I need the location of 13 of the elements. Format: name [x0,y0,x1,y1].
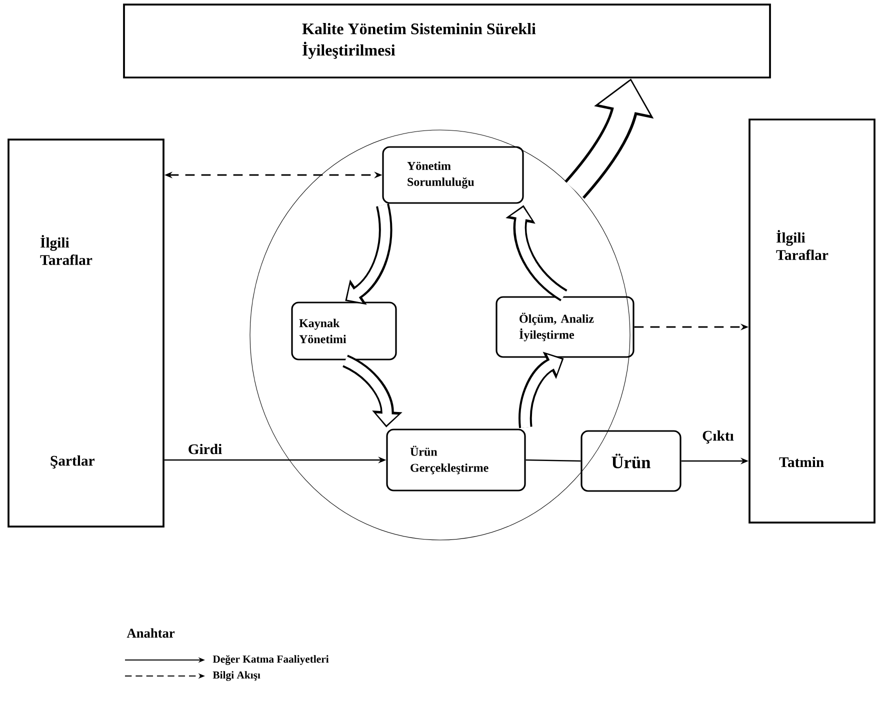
process-box: Ürün Gerçekleştirme [386,428,526,492]
process-box: Kaynak Yönetimi [291,302,397,360]
legend-heading: Anahtar [126,628,175,638]
process-box: Ölçüm, Analiz İyileştirme [496,296,634,358]
stakeholder-box: İlgili Taraflar Tatmin [748,118,876,524]
process-box: Yönetim Sorumluluğu [382,146,524,204]
edge-label: Girdi [186,442,224,456]
stakeholder-box: İlgili Taraflar Şartlar [8,138,164,528]
title-box: Kalite Yönetim Sisteminin Sürekli İyileştirilmesi [123,4,771,78]
legend-text: Bilgi Akışı [212,671,260,681]
edge-label: Çıktı [700,429,736,445]
legend-text: Değer Katma Faaliyetleri [212,655,329,665]
process-box: Ürün [580,430,682,492]
